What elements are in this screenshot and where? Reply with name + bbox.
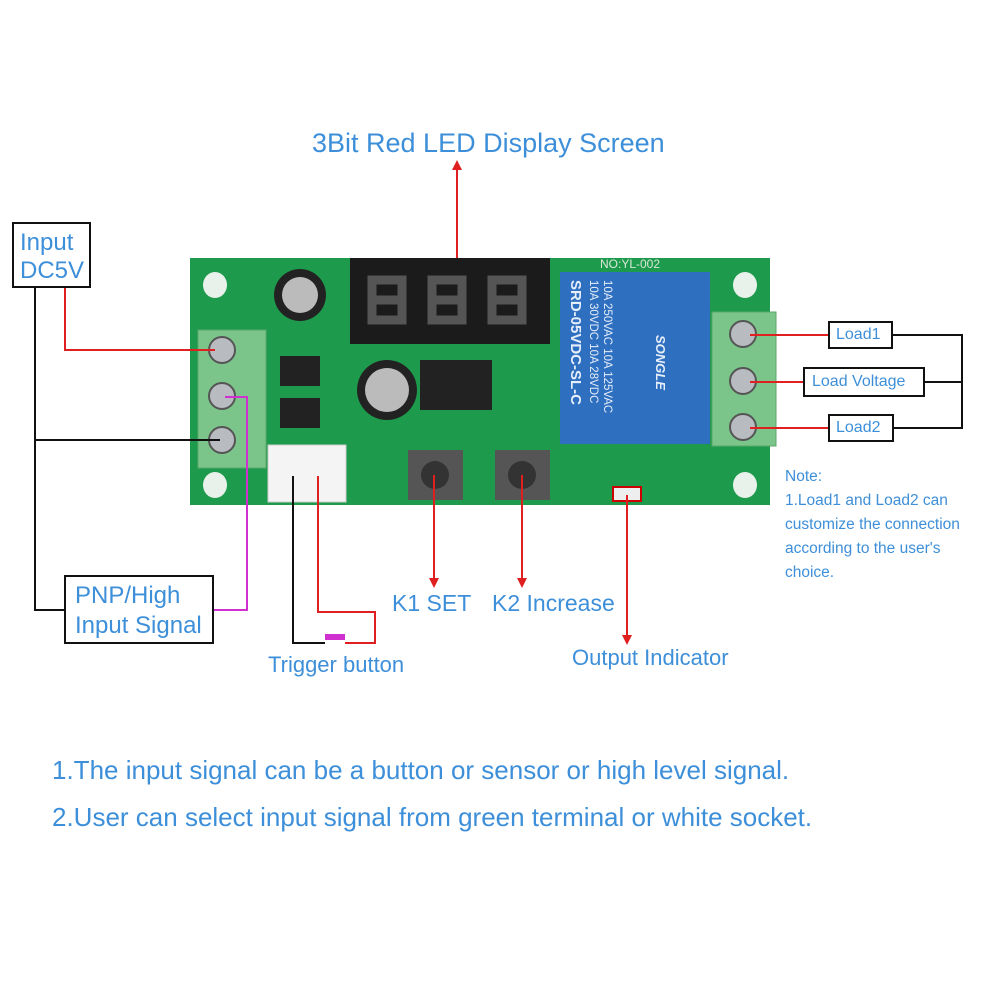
relay (560, 272, 710, 444)
page-title: 3Bit Red LED Display Screen (312, 128, 665, 158)
footer-line-2: 2.User can select input signal from gree… (52, 802, 813, 832)
output-terminal-screws (729, 320, 757, 441)
input-terminal-screws (208, 336, 236, 454)
mounting-holes (203, 272, 757, 498)
note-line: according to the user's (785, 540, 941, 557)
input-dc5v-label: Input DC5V (12, 222, 91, 288)
note-line: 1.Load1 and Load2 can (785, 492, 948, 509)
note: Note: 1.Load1 and Load2 can customize th… (785, 465, 960, 585)
arrowheads (429, 160, 632, 645)
output-indicator-label: Output Indicator (572, 645, 729, 670)
note-heading: Note: (785, 468, 823, 485)
label-line: Input Signal (75, 612, 202, 639)
note-line: choice. (785, 564, 835, 581)
trigger-button-symbol (325, 634, 345, 640)
relay-markings: SRD-05VDC-SL-C 10A 30VDC 10A 28VDC 10A 2… (567, 280, 668, 413)
relay-brand: SONGLE (653, 335, 668, 390)
footer-line-1: 1.The input signal can be a button or se… (52, 755, 790, 785)
pnp-signal-label: PNP/High Input Signal (64, 575, 214, 644)
label-line: DC5V (20, 257, 85, 284)
note-line: customize the connection (785, 516, 960, 533)
leader-lines (34, 168, 963, 644)
relay-rating-dc: 10A 30VDC 10A 28VDC (587, 280, 599, 403)
load-voltage-label: Load Voltage (803, 367, 925, 397)
load1-label: Load1 (828, 321, 893, 349)
white-socket (267, 444, 347, 503)
led-digits (367, 275, 527, 325)
label-line: PNP/High (75, 582, 181, 609)
relay-rating-ac: 10A 250VAC 10A 125VAC (601, 280, 613, 413)
k2-label: K2 Increase (492, 590, 615, 616)
load2-label: Load2 (828, 414, 894, 442)
trigger-button-label: Trigger button (268, 652, 405, 677)
label-line: Input (20, 229, 74, 256)
board-model: NO:YL-002 (600, 257, 660, 271)
k1-label: K1 SET (392, 590, 472, 616)
relay-model: SRD-05VDC-SL-C (567, 280, 584, 405)
